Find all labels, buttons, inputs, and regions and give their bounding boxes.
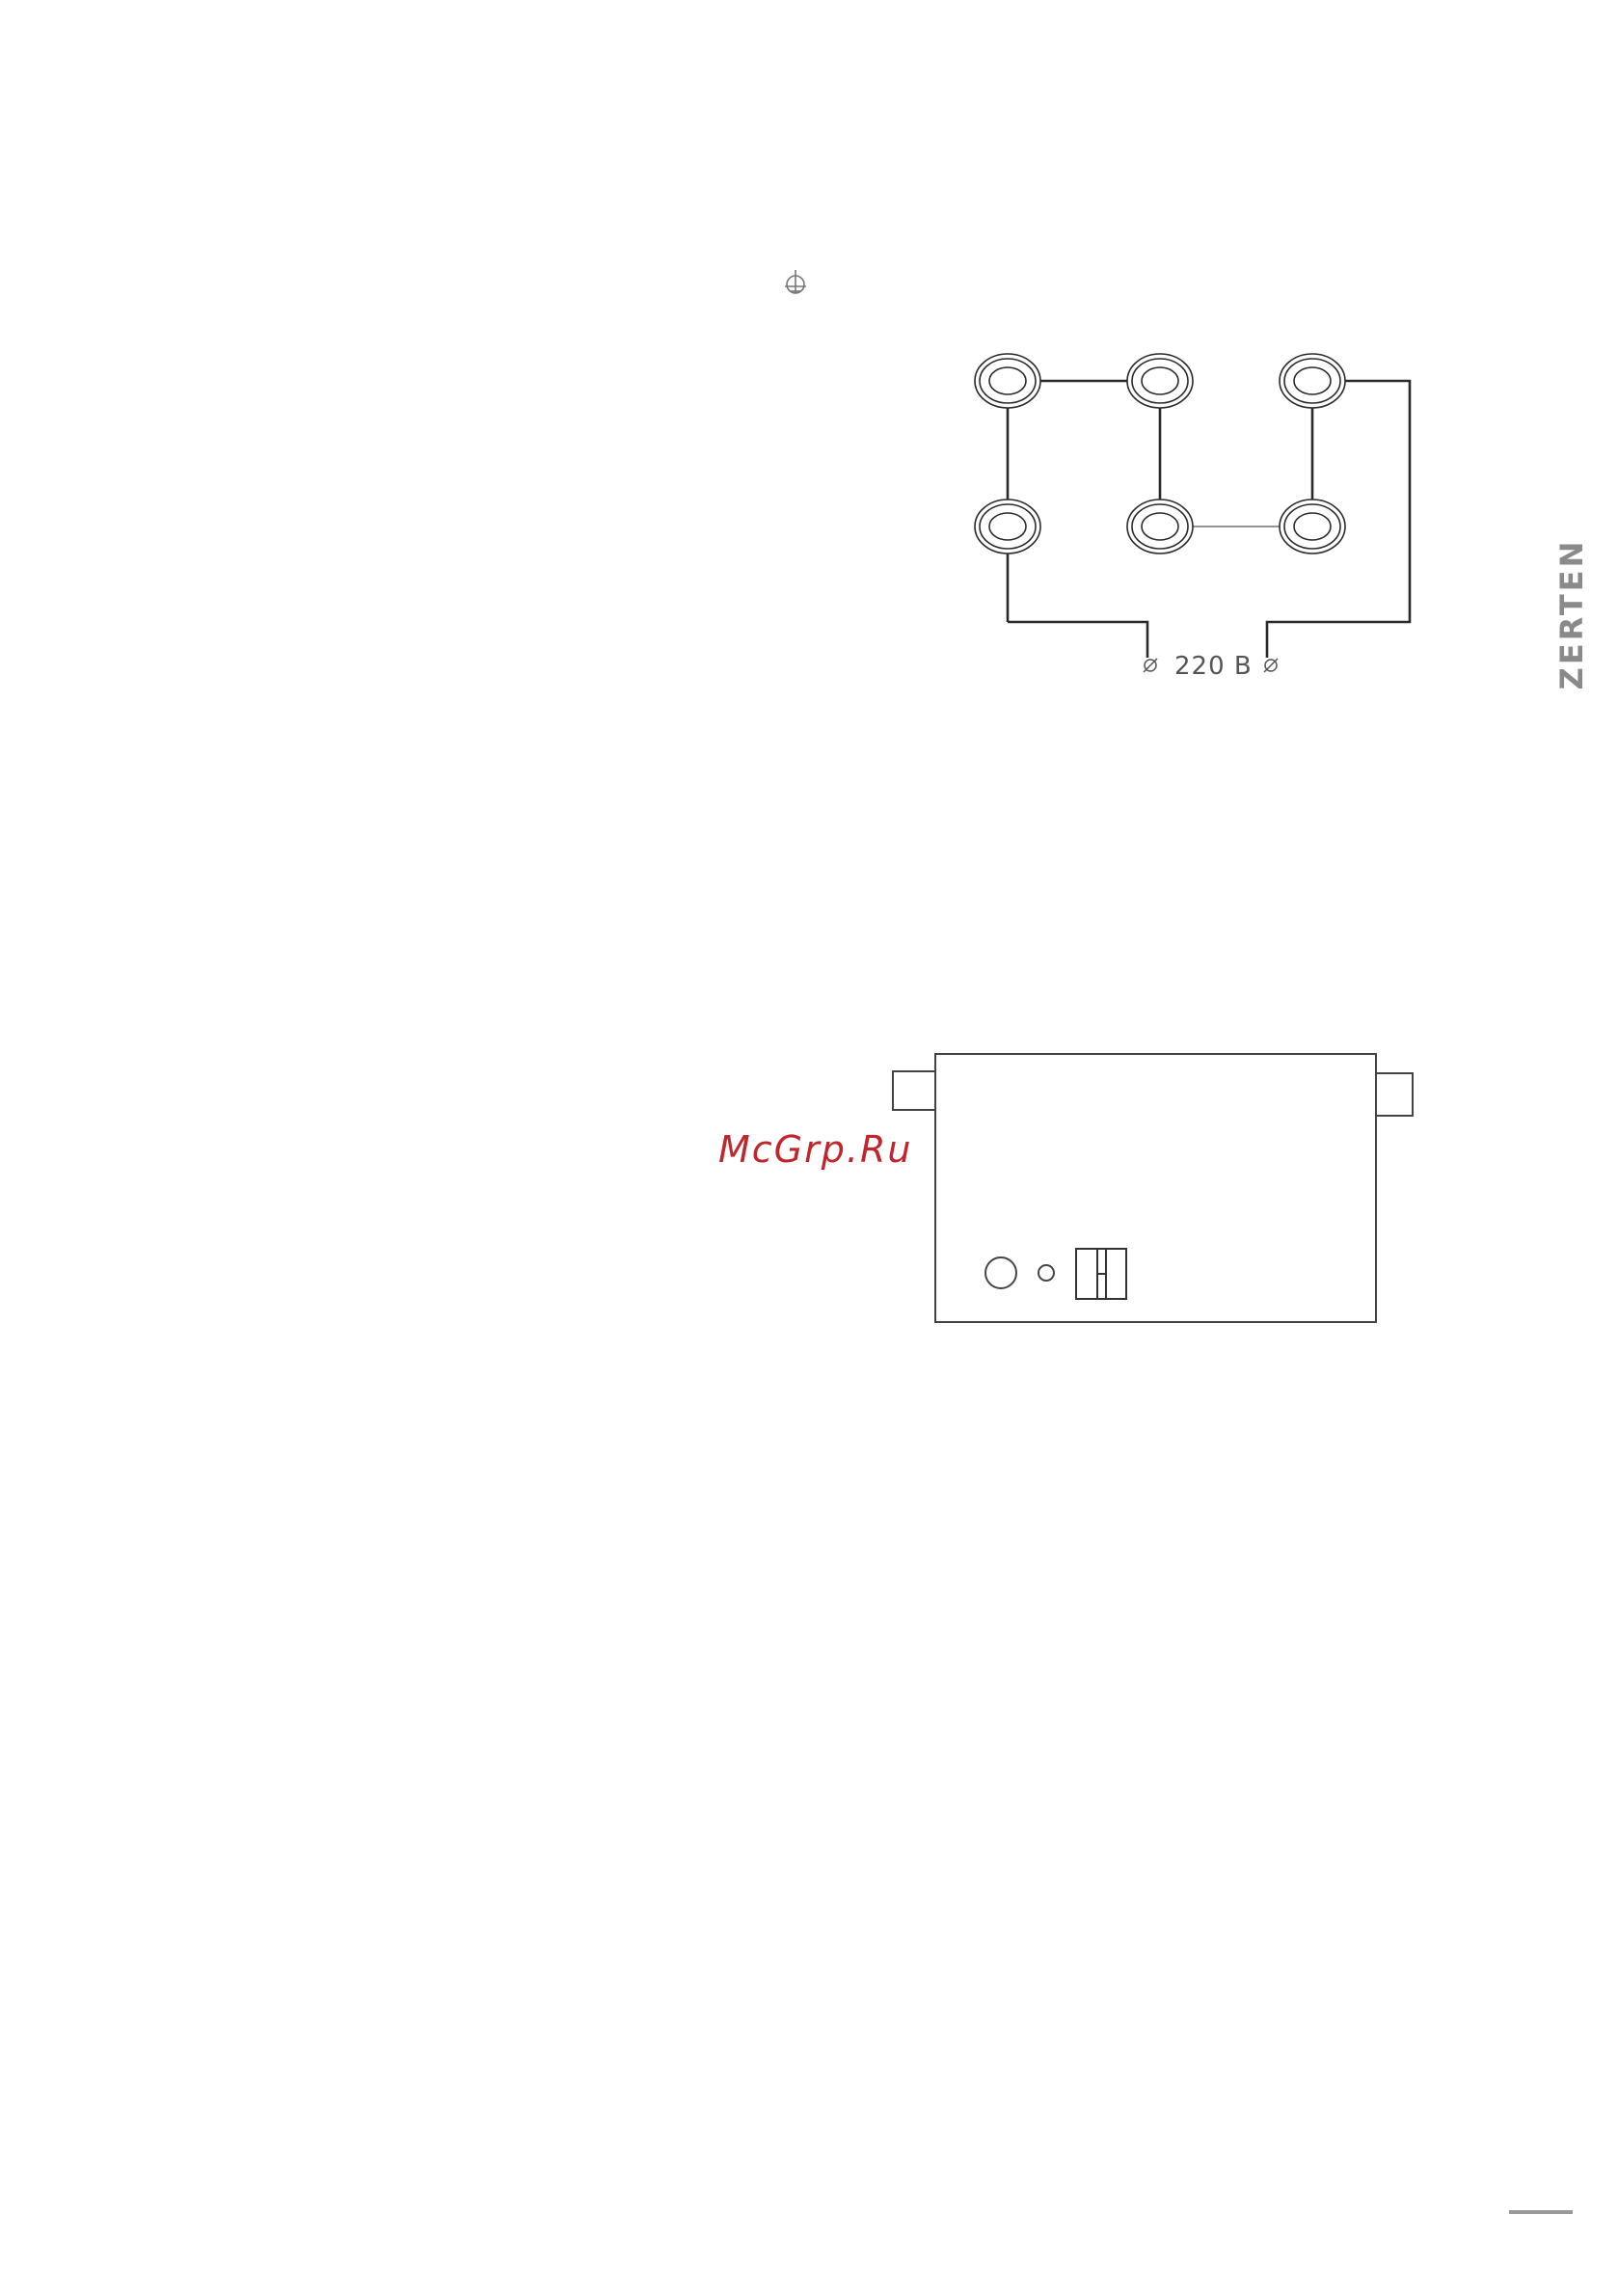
unit-body: [935, 1054, 1376, 1322]
heating-element-6: [1280, 500, 1345, 554]
indicator-lamp-icon: [985, 1257, 1016, 1288]
voltage-label: 220 В: [1174, 652, 1253, 681]
heating-element-1: [975, 354, 1040, 408]
terminal-right-icon: [1264, 659, 1278, 672]
ground-icon: [785, 270, 806, 293]
watermark-text: McGrp.Ru: [718, 1128, 912, 1171]
brand-logo: ZERTEN: [1524, 535, 1618, 693]
unit-outline: [893, 1054, 1413, 1322]
terminal-left-icon: [1144, 659, 1157, 672]
heating-element-5: [1127, 500, 1193, 554]
small-indicator-icon: [1038, 1265, 1054, 1281]
pipe-right: [1376, 1073, 1413, 1116]
brand-name: ZERTEN: [1553, 539, 1590, 690]
wiring-lines: [1008, 381, 1410, 658]
switch-icon: [1076, 1249, 1126, 1299]
pipe-left: [893, 1071, 935, 1110]
page-footer-rule: [1509, 2210, 1573, 2214]
heating-element-2: [1127, 354, 1193, 408]
heating-element-4: [975, 500, 1040, 554]
heating-element-3: [1280, 354, 1345, 408]
